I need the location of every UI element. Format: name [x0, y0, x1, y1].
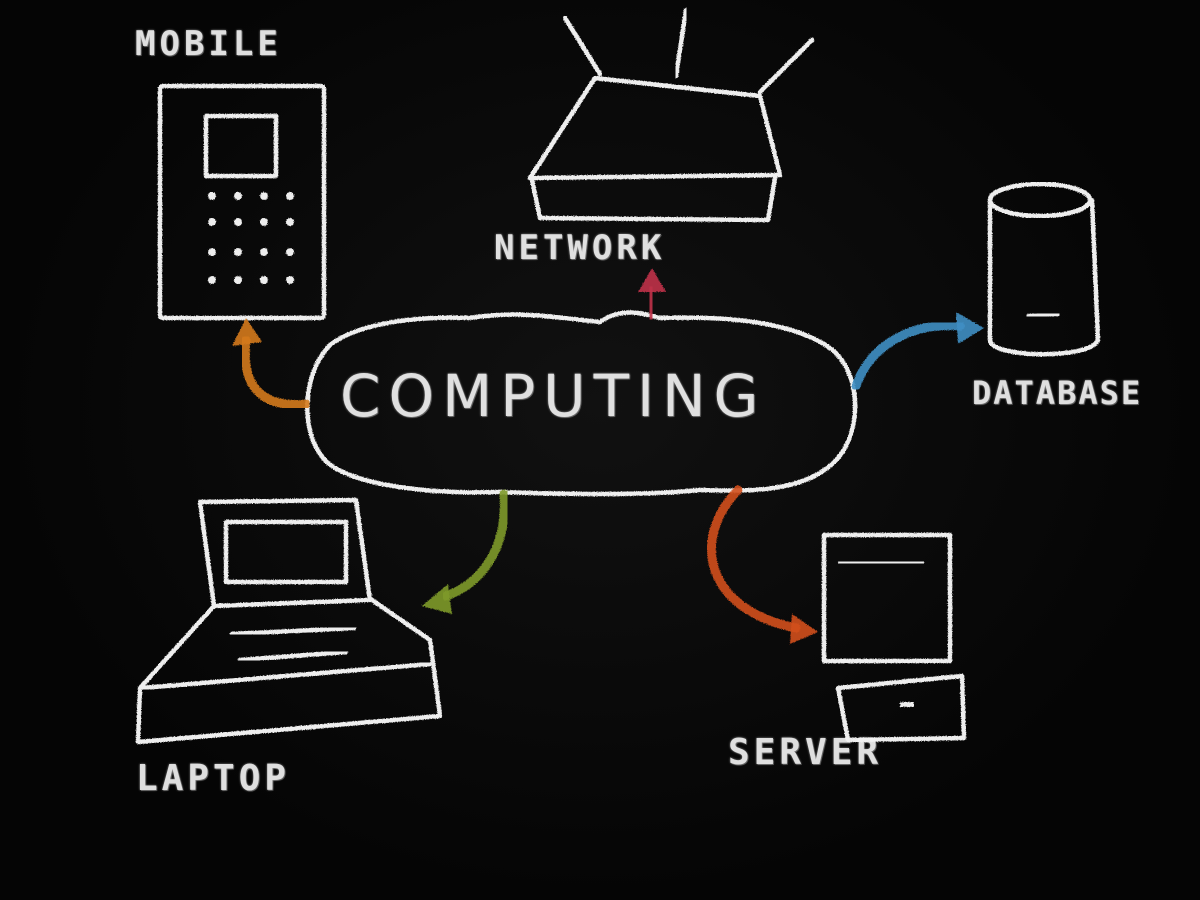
label-server: SERVER	[728, 732, 883, 773]
label-database: DATABASE	[972, 374, 1143, 412]
keypad-dot	[286, 248, 294, 256]
mobile-phone-icon	[157, 83, 327, 321]
server-icon	[821, 532, 967, 743]
keypad-dot	[286, 218, 294, 226]
arrowhead-laptop	[422, 584, 452, 614]
keypad-dot	[208, 276, 216, 284]
arrow-network	[645, 283, 657, 323]
arrow-mobile	[240, 335, 311, 410]
arrowhead-network	[638, 268, 666, 292]
label-mobile: MOBILE	[135, 24, 282, 64]
keypad-dot	[260, 276, 268, 284]
keypad-dot	[286, 192, 294, 200]
database-icon	[987, 181, 1101, 357]
keypad-dot	[234, 218, 242, 226]
label-laptop: LAPTOP	[136, 758, 291, 799]
keypad-dot	[234, 276, 242, 284]
center-label: COMPUTING	[340, 362, 767, 430]
keypad-dot	[260, 192, 268, 200]
keypad-dot	[286, 276, 294, 284]
label-network: NETWORK	[494, 228, 666, 268]
keypad-dot	[260, 218, 268, 226]
arrow-laptop	[441, 489, 509, 601]
arrowhead-server	[790, 614, 818, 644]
keypad-dot	[208, 218, 216, 226]
laptop-icon	[135, 497, 443, 745]
keypad-dot	[234, 248, 242, 256]
arrow-server	[707, 485, 801, 633]
center-cloud	[305, 310, 858, 497]
arrow-database	[851, 321, 965, 391]
keypad-dot	[208, 192, 216, 200]
keypad-dot	[234, 192, 242, 200]
keypad-dot	[260, 248, 268, 256]
router-icon	[527, 7, 815, 223]
arrowhead-mobile	[232, 318, 262, 346]
arrowhead-database	[956, 312, 984, 344]
keypad-dot	[208, 248, 216, 256]
